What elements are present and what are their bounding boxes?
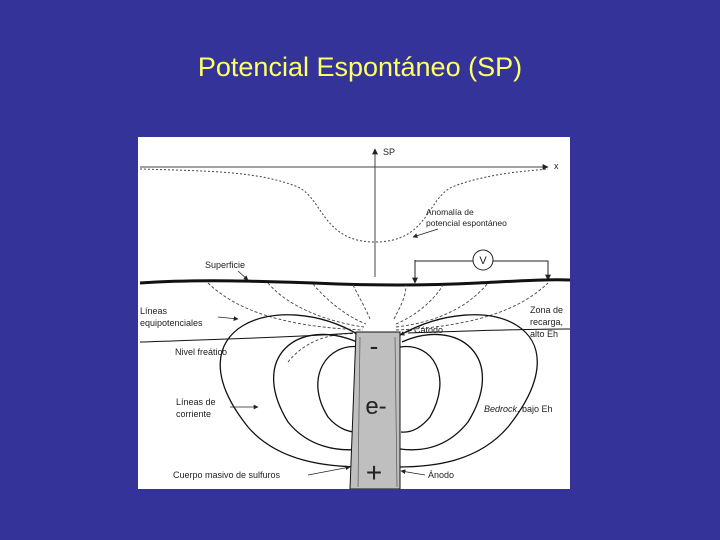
bedrock-rest: , bajo Eh	[517, 404, 553, 414]
water-table	[140, 329, 570, 342]
equipotential-pointer	[218, 317, 238, 319]
surface-pointer	[238, 271, 248, 280]
recharge-label-1: Zona de	[530, 305, 563, 315]
anomaly-label-2: potencial espontáneo	[426, 218, 507, 228]
recharge-label-2: recarga,	[530, 317, 563, 327]
recharge-label-3: alto Eh	[530, 329, 558, 339]
sp-axis-label: SP	[383, 147, 395, 157]
plus-sign: +	[366, 457, 382, 488]
voltmeter-label: V	[479, 255, 487, 267]
current-label-1: Líneas de	[176, 397, 216, 407]
anomaly-label-1: Anomalía de	[426, 207, 474, 217]
equipotential-label-2: equipotenciales	[140, 318, 203, 328]
equipotential-label-1: Líneas	[140, 306, 168, 316]
ground-surface	[140, 280, 570, 285]
bedrock-label: Bedrock, bajo Eh	[484, 404, 553, 414]
anode-label: Ánodo	[428, 470, 454, 480]
sulfide-body-label: Cuerpo masivo de sulfuros	[173, 470, 281, 480]
voltmeter-wire-left	[415, 261, 473, 283]
sp-anomaly-curve	[140, 169, 548, 242]
electron-label: e-	[365, 393, 386, 420]
cathode-label: Cátodo	[414, 325, 443, 335]
minus-sign: -	[370, 331, 379, 361]
slide-title: Potencial Espontáneo (SP)	[0, 52, 720, 83]
sp-diagram: SP x Anomalía de potencial espontáneo V …	[138, 137, 570, 489]
bedrock-italic: Bedrock	[484, 404, 518, 414]
current-label-2: corriente	[176, 409, 211, 419]
sulfide-pointer	[308, 467, 350, 475]
surface-label: Superficie	[205, 260, 245, 270]
x-axis-label: x	[554, 161, 559, 171]
anode-pointer	[401, 471, 425, 475]
water-table-label: Nivel freático	[175, 347, 227, 357]
anomaly-pointer	[413, 229, 438, 237]
